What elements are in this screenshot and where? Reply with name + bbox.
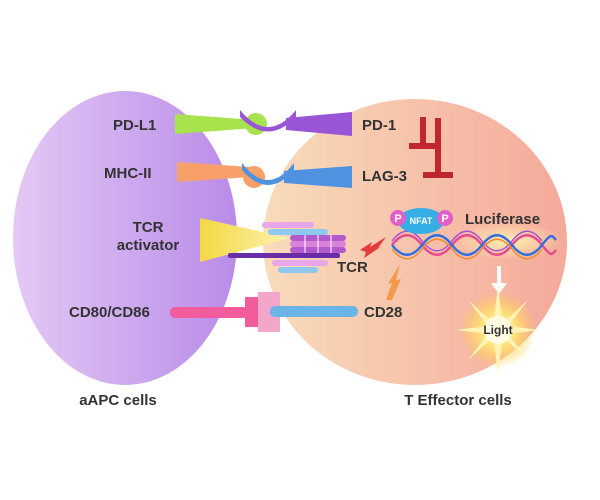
effector-cell-label: T Effector cells — [404, 392, 512, 409]
phospho-left-label: P — [394, 213, 401, 225]
light-label: Light — [483, 323, 512, 337]
nfat-complex: NFAT P P — [390, 208, 453, 234]
tcr-activator — [200, 218, 290, 262]
light-burst-icon — [456, 286, 540, 374]
cd28-label: CD28 — [364, 304, 402, 321]
nfat-protein — [398, 208, 444, 234]
phospho-left — [390, 210, 406, 226]
nfat-label: NFAT — [410, 216, 433, 226]
phospho-right — [437, 210, 453, 226]
pd-1-receptor — [240, 110, 352, 136]
pd-1-label: PD-1 — [362, 117, 396, 134]
signal-arrow-cd28 — [386, 264, 401, 300]
tcr-label: TCR — [337, 259, 368, 276]
inhibition-symbols — [409, 117, 453, 178]
cd80-cd86-label: CD80/CD86 — [69, 304, 150, 321]
apc-cell-label: aAPC cells — [79, 392, 157, 409]
pd-l1-label: PD-L1 — [113, 117, 156, 134]
dna-helix — [391, 222, 563, 260]
mhc-ii-label: MHC-II — [104, 165, 152, 182]
expression-arrow — [491, 266, 507, 294]
tcr-activator-label-line2: activator — [117, 237, 180, 254]
cd28-receptor — [258, 292, 358, 332]
phospho-right-label: P — [441, 213, 448, 225]
lag-3-receptor — [242, 163, 352, 188]
luciferase-label: Luciferase — [465, 211, 540, 228]
tcr-activator-label-line1: TCR — [133, 219, 164, 236]
tcr-complex — [228, 222, 346, 273]
lag-3-label: LAG-3 — [362, 168, 407, 185]
signal-arrow-tcr — [360, 237, 386, 258]
